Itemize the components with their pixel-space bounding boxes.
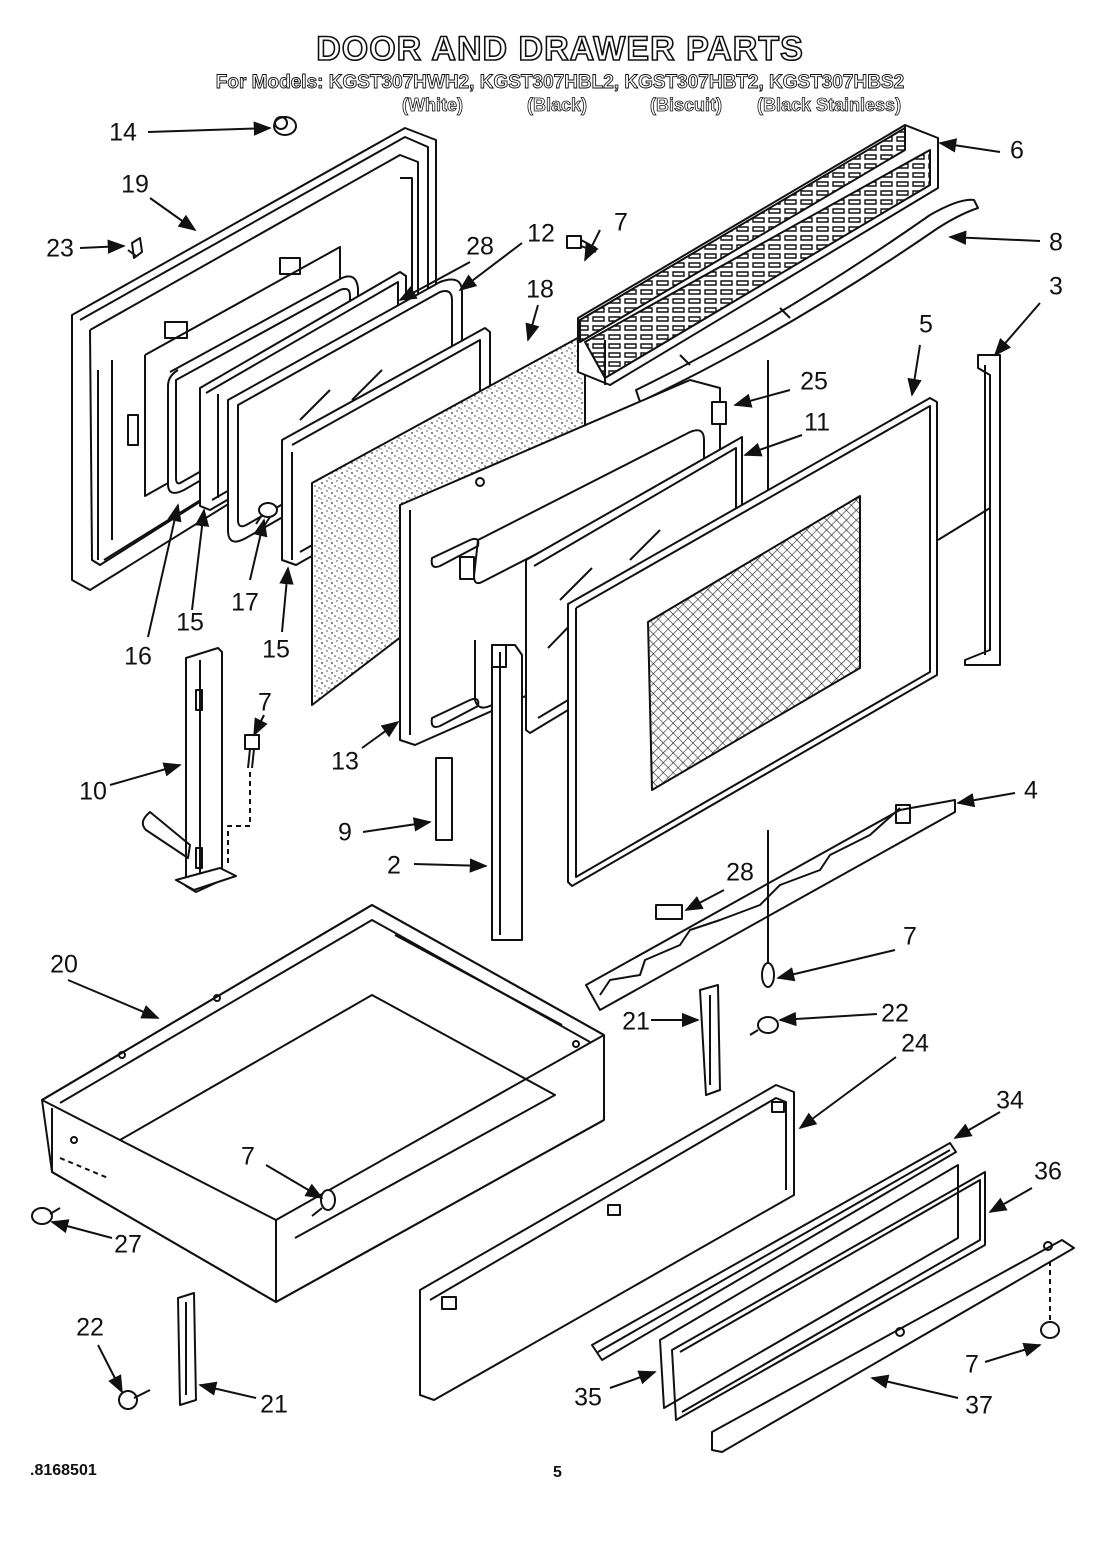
screw-part-22-lower (119, 1390, 150, 1409)
callout-19: 19 (121, 170, 149, 199)
callout-3: 3 (1049, 272, 1063, 301)
bracket-part-25 (712, 402, 726, 424)
drawer-handle-trim-34 (592, 1143, 956, 1360)
callout-7-trim: 7 (903, 922, 917, 951)
callout-7-drawer: 7 (241, 1142, 255, 1171)
variant-black: (Black) (527, 95, 588, 116)
screw-part-7-bottom (1041, 1262, 1059, 1338)
drawer-body-part-20 (42, 905, 604, 1302)
bumper-part-14 (274, 117, 296, 135)
callout-35: 35 (574, 1383, 602, 1412)
callout-24: 24 (901, 1029, 929, 1058)
callout-18: 18 (526, 275, 554, 304)
pad-part-28-lower (656, 905, 682, 919)
callout-2: 2 (387, 851, 401, 880)
screw-part-22-upper (750, 1017, 778, 1035)
screw-part-17 (256, 503, 277, 526)
outer-door-glass-part-5 (568, 398, 937, 886)
callout-4: 4 (1024, 776, 1038, 805)
callout-36: 36 (1034, 1157, 1062, 1186)
screw-part-7-hinge (228, 735, 259, 865)
screw-part-7-drawer (312, 1190, 335, 1216)
drawer-bottom-trim-37 (712, 1240, 1074, 1452)
door-side-trim-left-2 (492, 645, 522, 940)
callout-22-lower: 22 (76, 1313, 104, 1342)
vent-panel-part-6 (578, 125, 938, 385)
callout-12: 12 (527, 219, 555, 248)
callout-37: 37 (965, 1391, 993, 1420)
leader-arrows (50, 121, 1042, 1398)
callout-21-lower: 21 (260, 1390, 288, 1419)
variant-black-stainless: (Black Stainless) (757, 95, 902, 116)
callout-9: 9 (338, 818, 352, 847)
callout-13: 13 (331, 747, 359, 776)
callout-5: 5 (919, 310, 933, 339)
screw-part-7-trim (762, 830, 774, 987)
callout-28: 28 (466, 232, 494, 261)
variant-biscuit: (Biscuit) (650, 95, 723, 116)
callout-25: 25 (800, 367, 828, 396)
callout-27: 27 (114, 1230, 142, 1259)
callout-15-left: 15 (176, 608, 204, 637)
callout-17: 17 (231, 588, 259, 617)
clip-part-23 (128, 238, 142, 258)
door-trim-part-8 (636, 200, 978, 402)
bottom-door-trim-part-4 (586, 800, 955, 1010)
callout-16: 16 (124, 642, 152, 671)
page-number: 5 (553, 1464, 562, 1481)
drawer-front-part-24 (420, 1085, 794, 1400)
door-hinge-part-10 (143, 648, 236, 892)
callout-10: 10 (79, 777, 107, 806)
callout-23: 23 (46, 234, 74, 263)
screw-part-27 (32, 1208, 60, 1224)
callout-7-top: 7 (614, 208, 628, 237)
callout-21-upper: 21 (622, 1007, 650, 1036)
screw-part-7-top (567, 236, 596, 252)
page-title: DOOR AND DRAWER PARTS (315, 29, 804, 69)
callout-7-bottom: 7 (965, 1350, 979, 1379)
callout-7-hinge: 7 (258, 688, 272, 717)
callout-22-upper: 22 (881, 999, 909, 1028)
callout-15-right: 15 (262, 635, 290, 664)
callout-11: 11 (804, 408, 830, 437)
door-side-trim-right-3 (965, 355, 1000, 665)
callout-28-lower: 28 (726, 858, 754, 887)
document-number: .8168501 (30, 1462, 97, 1479)
pad-part-9 (436, 758, 452, 840)
models-line: For Models: KGST307HWH2, KGST307HBL2, KG… (215, 72, 905, 94)
callout-8: 8 (1049, 228, 1063, 257)
drawer-slide-part-21 (700, 985, 720, 1095)
callout-6: 6 (1010, 136, 1024, 165)
drawer-slide-part-21-lower (178, 1293, 196, 1405)
callout-14: 14 (109, 118, 137, 147)
callout-34: 34 (996, 1086, 1024, 1115)
variant-white: (White) (402, 95, 464, 116)
callout-20: 20 (50, 950, 78, 979)
drawer-glass-part-35 (660, 1165, 958, 1408)
